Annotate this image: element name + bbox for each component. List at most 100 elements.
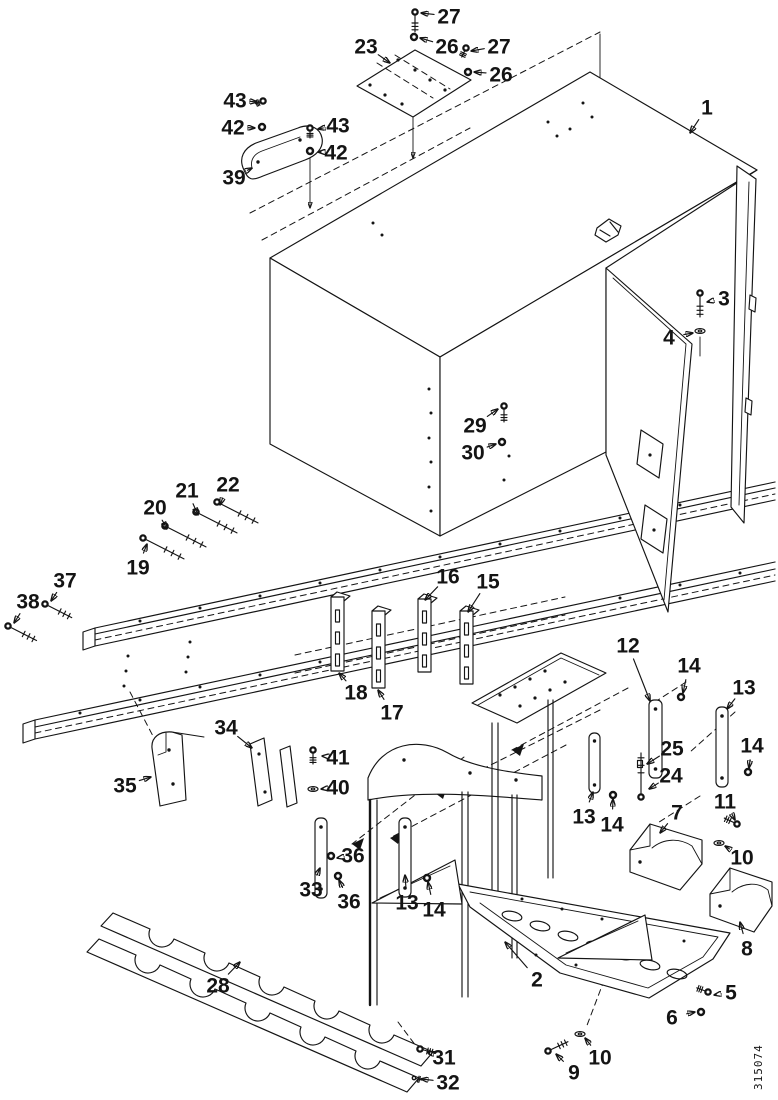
callout-10: 10 <box>585 1038 612 1070</box>
hexbolt-icon-part-37 <box>41 600 73 620</box>
callout-15: 15 <box>468 571 500 613</box>
tray-gusset <box>557 914 653 961</box>
callout-7: 7 <box>660 802 683 834</box>
nut-icon-part-6 <box>696 1007 706 1017</box>
callout-number: 3 <box>718 288 730 311</box>
callout-number: 43 <box>223 90 246 113</box>
drawing-number: 315074 <box>752 1044 765 1090</box>
equipment-box <box>269 71 758 537</box>
hexbolt-icon-part-5 <box>696 984 712 996</box>
callout-number: 42 <box>324 142 347 165</box>
callout-41: 41 <box>322 747 350 770</box>
step-channel-28 <box>86 912 434 1093</box>
callout-6: 6 <box>666 1007 695 1030</box>
right-support-frame <box>471 652 607 904</box>
spacer-bars <box>330 591 480 689</box>
nut-icon-part-14 <box>422 873 432 883</box>
door-hinge-strap <box>636 429 664 479</box>
hexbolt-icon-part-27 <box>458 44 470 58</box>
washer-icon-part-10 <box>713 840 725 846</box>
callout-26: 26 <box>474 64 513 87</box>
callout-number: 18 <box>344 682 368 705</box>
hexbolt-icon-part-19 <box>139 534 185 560</box>
nut-icon-part-36 <box>333 871 343 881</box>
nut-icon-part-36 <box>326 851 336 861</box>
nut-icon-part-42 <box>257 122 267 132</box>
callout-number: 17 <box>380 702 403 725</box>
callout-14: 14 <box>740 735 764 769</box>
callout-number: 21 <box>175 480 199 503</box>
callout-number: 14 <box>677 655 701 678</box>
callout-number: 10 <box>588 1047 611 1070</box>
callout-number: 38 <box>16 591 40 614</box>
callout-number: 14 <box>600 814 624 837</box>
callout-30: 30 <box>461 442 496 465</box>
callout-21: 21 <box>175 480 199 516</box>
callout-number: 19 <box>126 557 149 580</box>
callout-number: 31 <box>432 1047 456 1070</box>
bracket-35 <box>151 731 205 807</box>
block-icon-part-25 <box>636 759 644 769</box>
hexbolt-icon-part-43 <box>306 124 314 139</box>
callout-number: 30 <box>461 442 484 465</box>
hexbolt-icon-part-38 <box>4 622 38 643</box>
callout-number: 26 <box>489 64 512 87</box>
hexbolt-icon-part-27 <box>411 8 419 33</box>
callout-number: 41 <box>326 747 350 770</box>
box-door-open <box>605 267 693 613</box>
hexbolt-icon-part-20 <box>161 522 207 548</box>
callout-number: 14 <box>740 735 764 758</box>
callout-number: 37 <box>53 570 76 593</box>
callout-14: 14 <box>677 655 701 694</box>
strap-13 <box>398 817 412 898</box>
callout-31: 31 <box>427 1047 456 1070</box>
mounting-plate-23 <box>356 49 472 118</box>
rail-holes <box>78 503 742 715</box>
callout-number: 34 <box>214 717 238 740</box>
callout-38: 38 <box>14 591 40 624</box>
callout-8: 8 <box>740 922 753 961</box>
callout-9: 9 <box>556 1054 580 1085</box>
spacer-bar-16 <box>417 593 438 673</box>
callout-4: 4 <box>663 327 693 350</box>
hexbolt-icon-part-9 <box>544 1039 569 1055</box>
callout-20: 20 <box>143 497 167 530</box>
callout-number: 16 <box>436 566 459 589</box>
callout-10: 10 <box>725 846 754 870</box>
callout-18: 18 <box>339 673 368 705</box>
callout-34: 34 <box>214 717 252 749</box>
door-hinge-strap <box>640 504 668 554</box>
tray-gusset <box>371 859 463 905</box>
callout-43: 43 <box>223 90 257 113</box>
callout-number: 33 <box>299 879 322 902</box>
callout-37: 37 <box>51 570 77 602</box>
callout-number: 42 <box>221 117 244 140</box>
callout-19: 19 <box>126 544 150 580</box>
callout-23: 23 <box>354 36 390 64</box>
callout-32: 32 <box>421 1072 460 1095</box>
callout-number: 15 <box>476 571 500 594</box>
callout-13: 13 <box>572 792 596 829</box>
callout-number: 13 <box>732 677 755 700</box>
box-front-holes <box>427 387 511 513</box>
callout-26: 26 <box>420 36 459 59</box>
callout-number: 26 <box>435 36 458 59</box>
tray-2 <box>371 859 731 999</box>
callout-number: 5 <box>725 982 737 1005</box>
washer-icon-part-10 <box>574 1031 586 1037</box>
hexbolt-icon-part-3 <box>696 289 704 318</box>
hexbolt-icon-part-21 <box>192 508 238 534</box>
callout-42: 42 <box>221 117 255 140</box>
callout-22: 22 <box>216 474 240 506</box>
saddle-bracket-8 <box>709 867 773 933</box>
plate-34 <box>249 737 298 808</box>
callout-number: 25 <box>660 738 684 761</box>
nut-icon-part-14 <box>608 790 618 800</box>
callout-42: 42 <box>317 142 348 165</box>
bracket-39 <box>241 125 323 180</box>
callout-number: 13 <box>572 806 595 829</box>
callout-35: 35 <box>113 775 151 798</box>
callout-27: 27 <box>471 36 511 59</box>
